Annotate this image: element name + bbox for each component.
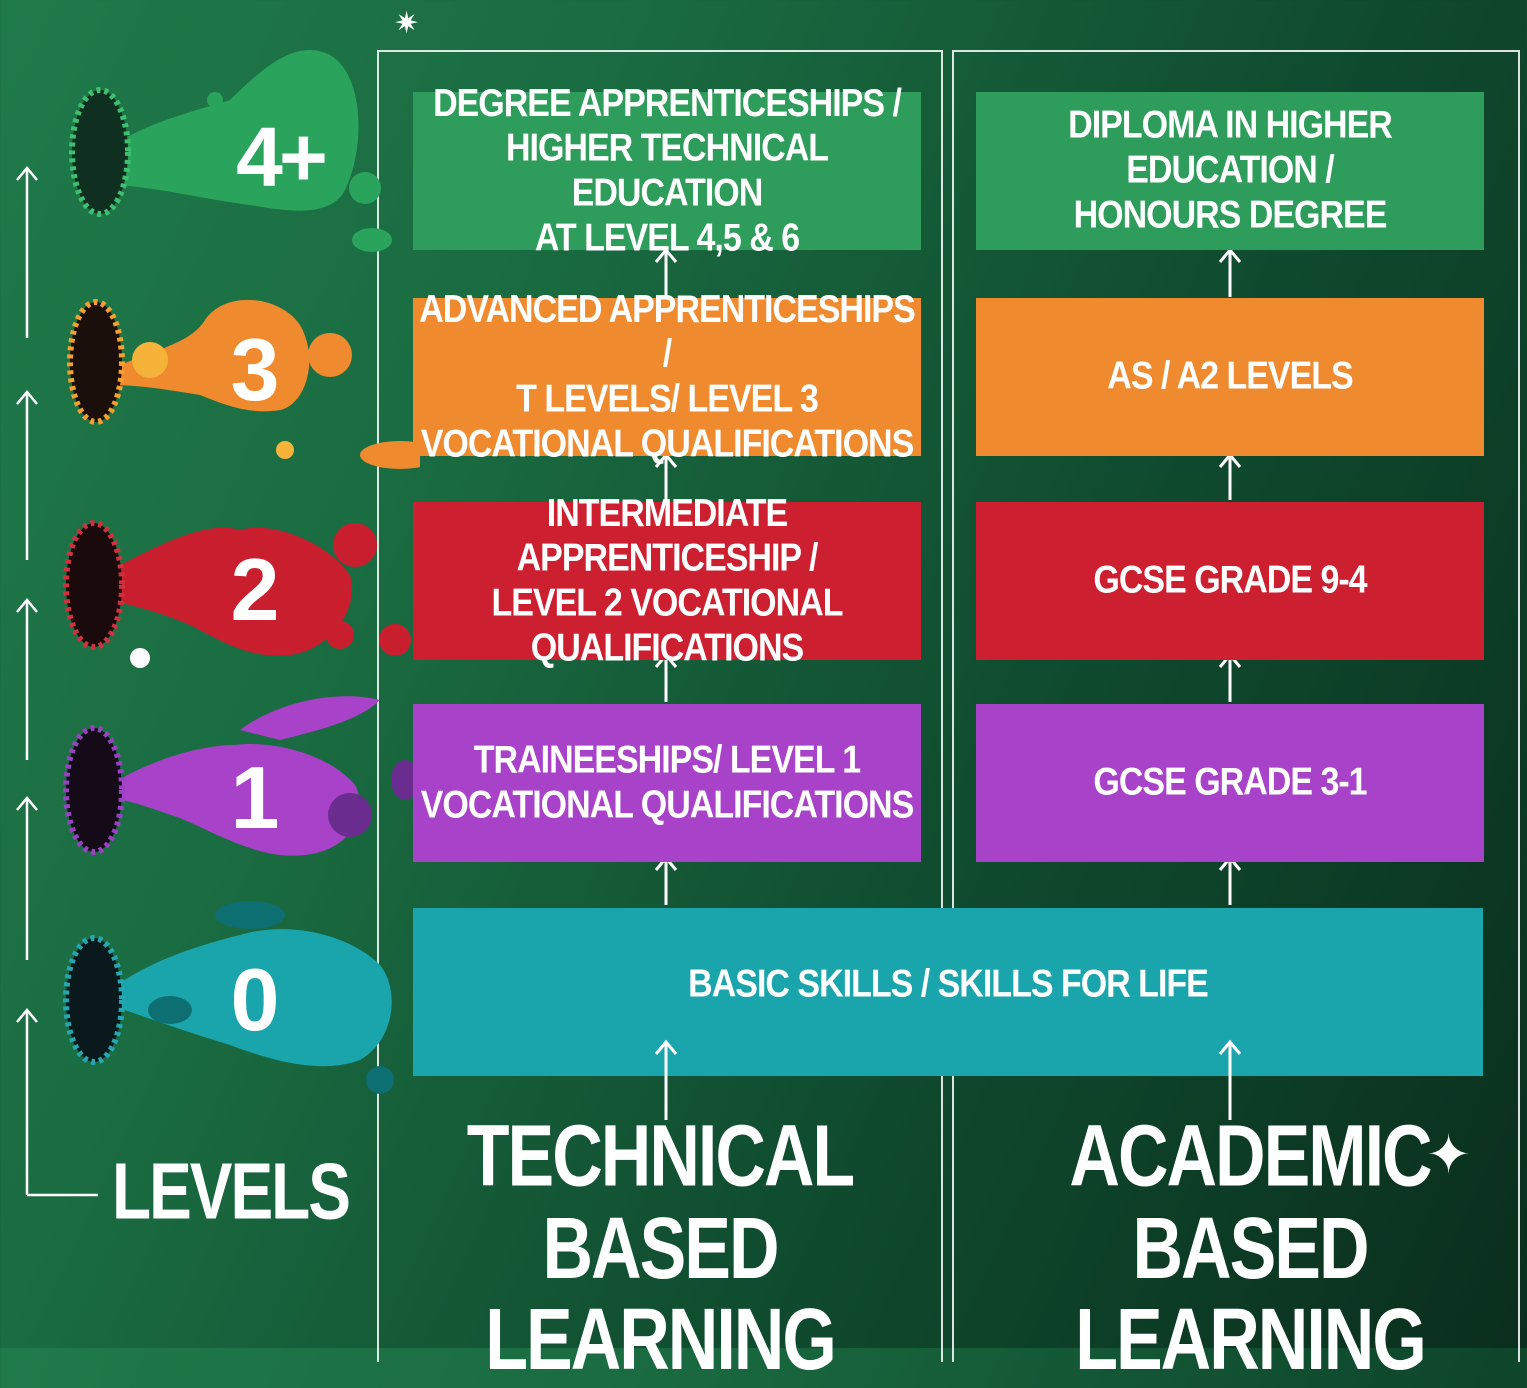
box-line: BASIC SKILLS / SKILLS FOR LIFE bbox=[688, 962, 1209, 1007]
levels-label: LEVELS bbox=[112, 1145, 351, 1236]
box-line: T LEVELS/ LEVEL 3 bbox=[516, 377, 819, 421]
box-line: QUALIFICATIONS bbox=[530, 625, 804, 670]
box-line: VOCATIONAL QUALIFICATIONS bbox=[420, 783, 915, 827]
technical-level2-box: INTERMEDIATE APPRENTICESHIP / LEVEL 2 VO… bbox=[413, 491, 921, 670]
box-line: INTERMEDIATE APPRENTICESHIP / bbox=[516, 491, 819, 580]
box-line: DEGREE APPRENTICESHIPS / bbox=[433, 81, 902, 125]
level0-arrows bbox=[654, 1039, 1242, 1055]
shared-level0-box: BASIC SKILLS / SKILLS FOR LIFE bbox=[413, 908, 1483, 1076]
technical-heading-line2: BASED LEARNING bbox=[485, 1198, 837, 1388]
technical-column-frame bbox=[377, 50, 943, 1362]
box-line: LEVEL 2 VOCATIONAL bbox=[491, 581, 843, 625]
technical-level1-box: TRAINEESHIPS/ LEVEL 1 VOCATIONAL QUALIFI… bbox=[413, 704, 921, 862]
academic-level3-box: AS / A2 LEVELS bbox=[976, 298, 1484, 456]
sparkle-icon: ✷ bbox=[394, 7, 420, 40]
level-number-1: 1 bbox=[230, 748, 280, 847]
level-number-4plus: 4+ bbox=[236, 109, 328, 204]
academic-level1-box: GCSE GRADE 3-1 bbox=[976, 704, 1484, 862]
technical-heading: TECHNICAL BASED LEARNING bbox=[400, 1110, 920, 1386]
academic-level4-box: DIPLOMA IN HIGHER EDUCATION / HONOURS DE… bbox=[976, 92, 1484, 250]
box-line: AT LEVEL 4,5 & 6 bbox=[534, 215, 800, 260]
technical-heading-line1: TECHNICAL bbox=[466, 1106, 855, 1205]
sparkle-icon: ✦ bbox=[1426, 1125, 1472, 1185]
box-line: DIPLOMA IN HIGHER EDUCATION / bbox=[1068, 103, 1393, 193]
level-number-2: 2 bbox=[230, 540, 280, 639]
box-line: AS / A2 LEVELS bbox=[1107, 354, 1353, 399]
level-number-0: 0 bbox=[230, 950, 280, 1049]
box-line: TRAINEESHIPS/ LEVEL 1 bbox=[473, 738, 861, 782]
academic-heading: ACADEMIC BASED LEARNING bbox=[990, 1110, 1510, 1386]
level-number-3: 3 bbox=[230, 320, 280, 419]
technical-level3-box: ADVANCED APPRENTICESHIPS / T LEVELS/ LEV… bbox=[413, 287, 921, 466]
academic-level2-box: GCSE GRADE 9-4 bbox=[976, 502, 1484, 660]
box-line: GCSE GRADE 3-1 bbox=[1093, 760, 1367, 805]
box-line: HIGHER TECHNICAL EDUCATION bbox=[505, 126, 829, 215]
technical-level4-box: DEGREE APPRENTICESHIPS / HIGHER TECHNICA… bbox=[413, 81, 921, 260]
academic-column-frame bbox=[952, 50, 1520, 1362]
academic-heading-line1: ACADEMIC bbox=[1069, 1106, 1432, 1205]
levels-axis bbox=[16, 166, 98, 1197]
level-splashes bbox=[63, 50, 420, 1094]
box-line: HONOURS DEGREE bbox=[1073, 193, 1388, 238]
box-line: GCSE GRADE 9-4 bbox=[1093, 558, 1367, 603]
academic-heading-line2: BASED LEARNING bbox=[1075, 1198, 1427, 1388]
box-line: VOCATIONAL QUALIFICATIONS bbox=[420, 421, 915, 466]
box-line: ADVANCED APPRENTICESHIPS / bbox=[419, 287, 916, 376]
